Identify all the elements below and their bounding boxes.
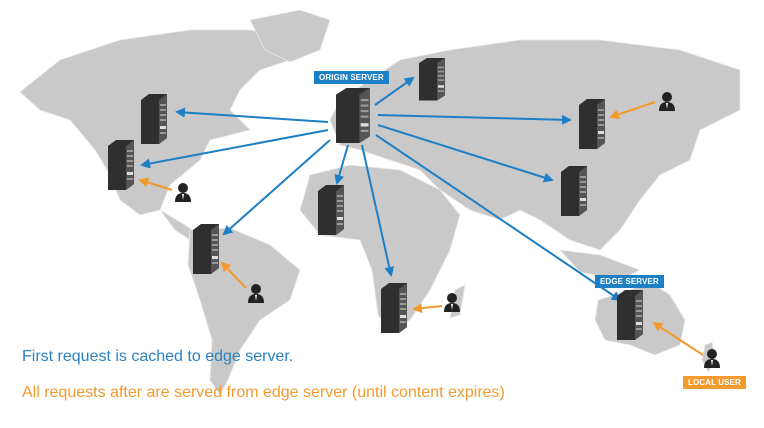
server-scandinavia-icon[interactable] [419,58,445,101]
arrow-origin-russia [377,114,572,125]
arrow-user-madagascar [412,303,443,314]
edge-server-label: EDGE SERVER [595,275,664,288]
server-australia-icon[interactable] [617,290,643,340]
arrow-origin-westafrica [334,144,349,185]
request-arrows [140,76,622,302]
server-usa-icon[interactable] [108,140,134,190]
server-origin-icon[interactable] [336,88,370,143]
arrow-origin-usa [140,129,329,169]
arrow-user-siberia [609,101,656,120]
local-arrows [138,101,704,356]
server-southamerica-icon[interactable] [193,224,219,274]
arrow-user-nz [652,321,704,356]
arrow-origin-southamerica [222,139,331,236]
caption-first-request: First request is cached to edge server. [22,348,294,365]
local-user-label: LOCAL USER [683,376,746,389]
land-greenland [249,9,331,63]
server-southernafrica-icon[interactable] [381,283,407,333]
arrow-user-brazil [220,261,247,289]
server-canada-icon[interactable] [141,94,167,144]
caption-subsequent-requests: All requests after are served from edge … [22,384,505,401]
arrow-origin-australia [375,134,622,302]
arrow-user-usa [138,177,173,191]
user-usa-icon[interactable] [175,183,191,202]
server-china-icon[interactable] [561,166,587,216]
arrow-origin-southernafrica [361,144,395,277]
arrow-origin-china [377,124,554,183]
arrow-origin-scandinavia [374,76,415,106]
arrow-origin-canada [175,107,329,123]
server-russia-icon[interactable] [579,99,605,149]
server-westafrica-icon[interactable] [318,185,344,235]
origin-server-label: ORIGIN SERVER [314,71,389,84]
